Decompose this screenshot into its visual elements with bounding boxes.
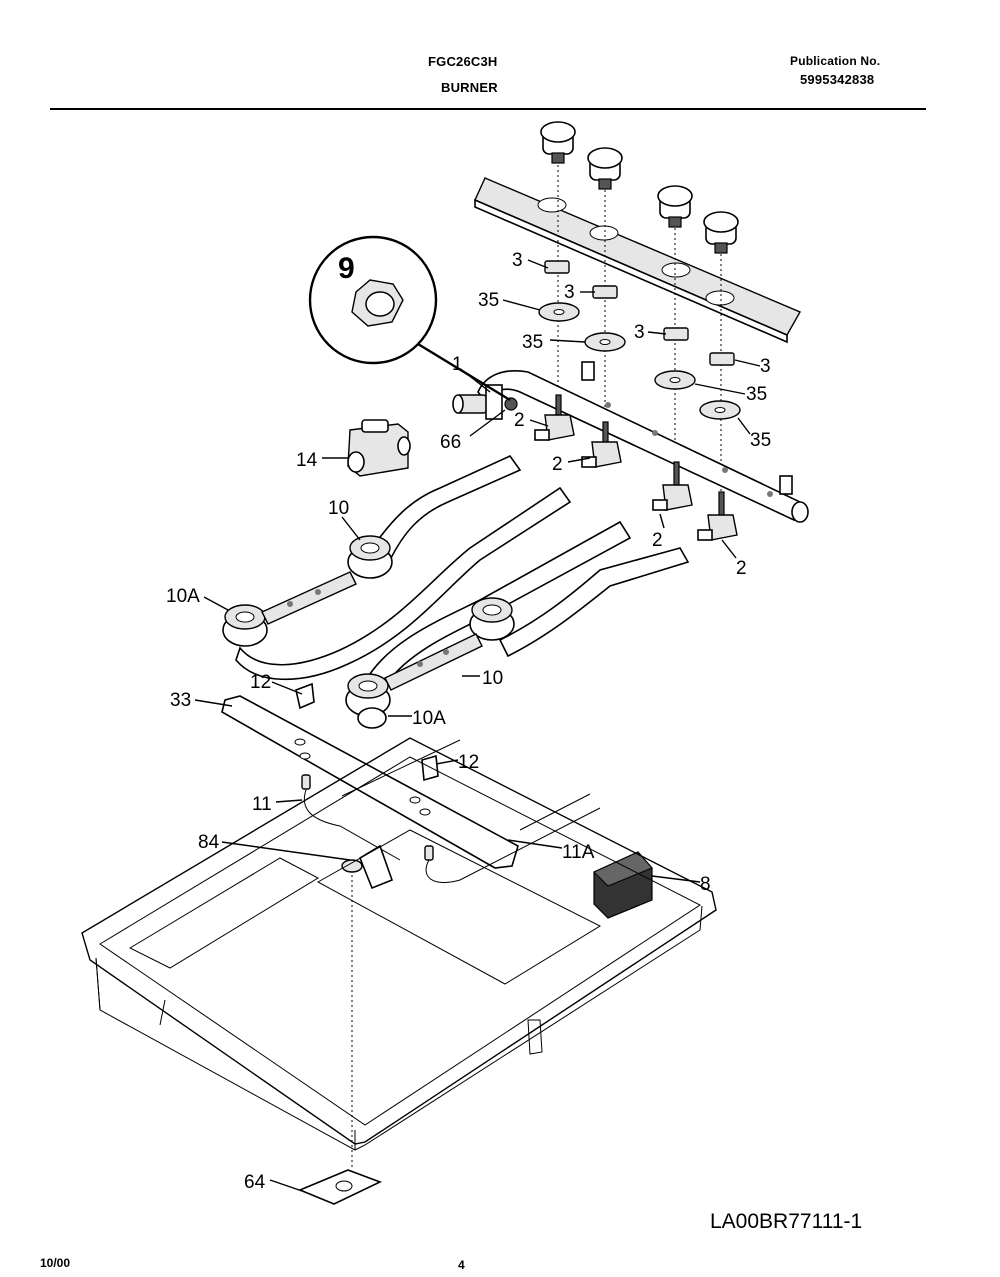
callout-14: 14 xyxy=(296,450,318,471)
callout-35c: 35 xyxy=(746,384,767,405)
drawing-code: LA00BR77111-1 xyxy=(710,1210,863,1233)
burner-valves xyxy=(534,394,738,541)
callout-3a: 3 xyxy=(512,250,523,271)
pressure-regulator xyxy=(347,419,411,477)
leader-lines xyxy=(194,259,761,1193)
callout-9: 9 xyxy=(338,252,355,285)
callout-12b: 12 xyxy=(458,752,479,773)
ignitor-clips xyxy=(295,682,439,782)
callout-2b: 2 xyxy=(552,454,563,475)
assembly-lines xyxy=(351,165,722,1170)
callout-10a: 10 xyxy=(328,498,349,519)
callout-84: 84 xyxy=(198,832,220,853)
section-title: BURNER xyxy=(441,80,498,95)
callout-2c: 2 xyxy=(652,530,663,551)
model-number: FGC26C3H xyxy=(428,54,498,69)
revision-date: 10/00 xyxy=(40,1256,71,1270)
callout-10b: 10 xyxy=(482,668,503,689)
valve-washers xyxy=(538,302,741,420)
page-number: 4 xyxy=(458,1258,465,1272)
burner-heads xyxy=(222,535,515,729)
callout-2d: 2 xyxy=(736,558,747,579)
callout-labels: 9 1 66 14 3 3 3 3 35 35 35 35 2 2 2 2 10… xyxy=(166,250,771,1193)
callout-10A-a: 10A xyxy=(166,586,200,607)
control-panel xyxy=(474,177,801,344)
callout-33: 33 xyxy=(170,690,191,711)
publication-number: 5995342838 xyxy=(800,72,875,87)
callout-8: 8 xyxy=(700,874,711,895)
callout-3d: 3 xyxy=(760,356,771,377)
callout-64: 64 xyxy=(244,1172,266,1193)
crossover-brackets xyxy=(261,571,483,691)
callout-66: 66 xyxy=(440,432,461,453)
detail-magnifier xyxy=(308,235,511,402)
callout-2a: 2 xyxy=(514,410,525,431)
callout-11: 11 xyxy=(252,794,272,815)
callout-35d: 35 xyxy=(750,430,771,451)
callout-35b: 35 xyxy=(522,332,543,353)
callout-35a: 35 xyxy=(478,290,499,311)
callout-10A-b: 10A xyxy=(412,708,446,729)
callout-3c: 3 xyxy=(634,322,645,343)
callout-12a: 12 xyxy=(250,672,271,693)
mounting-plate xyxy=(297,1169,383,1205)
valve-brackets xyxy=(544,260,735,366)
burner-box xyxy=(81,737,717,1151)
spark-module xyxy=(593,851,653,919)
ignitor-bar xyxy=(221,695,519,869)
control-knobs xyxy=(540,121,739,254)
callout-1: 1 xyxy=(452,354,463,375)
callout-3b: 3 xyxy=(564,282,575,303)
ignitor-bracket xyxy=(341,844,394,890)
publication-label: Publication No. xyxy=(790,54,881,68)
header-rule xyxy=(50,108,926,110)
callout-11A: 11A xyxy=(562,842,595,863)
